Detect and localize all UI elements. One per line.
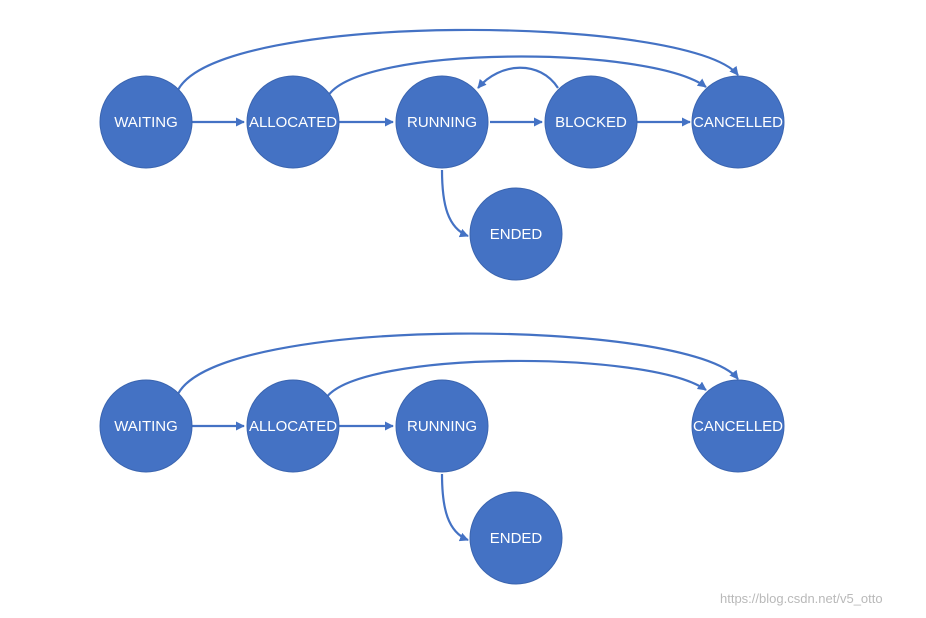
watermark-text: https://blog.csdn.net/v5_otto [720,591,883,606]
edge-blocked-running [477,66,559,89]
state-node-cancelled: CANCELLED [691,75,785,169]
state-label: WAITING [114,114,178,131]
state-node-ended: ENDED [469,187,563,281]
state-node-cancelled: CANCELLED [691,379,785,473]
edge-running-ended [440,473,469,542]
state-label: RUNNING [407,418,477,435]
edge-allocated-cancelled [327,55,707,97]
state-node-blocked: BLOCKED [544,75,638,169]
state-node-waiting: WAITING [99,379,193,473]
state-label: WAITING [114,418,178,435]
edge-allocated-cancelled [325,359,707,399]
state-node-running: RUNNING [395,379,489,473]
state-label: ALLOCATED [249,114,337,131]
state-label: ENDED [490,530,543,547]
state-node-allocated: ALLOCATED [246,379,340,473]
diagram-top: WAITING ALLOCATED RUNNING BLOCKED CANCEL… [99,28,785,281]
state-node-ended: ENDED [469,491,563,585]
state-node-waiting: WAITING [99,75,193,169]
state-label: CANCELLED [693,114,783,131]
edge-waiting-cancelled [177,28,739,91]
state-node-allocated: ALLOCATED [246,75,340,169]
state-label: BLOCKED [555,114,627,131]
edge-waiting-cancelled [177,332,739,395]
state-label: CANCELLED [693,418,783,435]
diagram-bottom: WAITING ALLOCATED RUNNING CANCELLED ENDE… [99,332,785,585]
edge-running-ended [440,169,469,238]
state-label: ALLOCATED [249,418,337,435]
state-node-running: RUNNING [395,75,489,169]
state-label: ENDED [490,226,543,243]
state-label: RUNNING [407,114,477,131]
